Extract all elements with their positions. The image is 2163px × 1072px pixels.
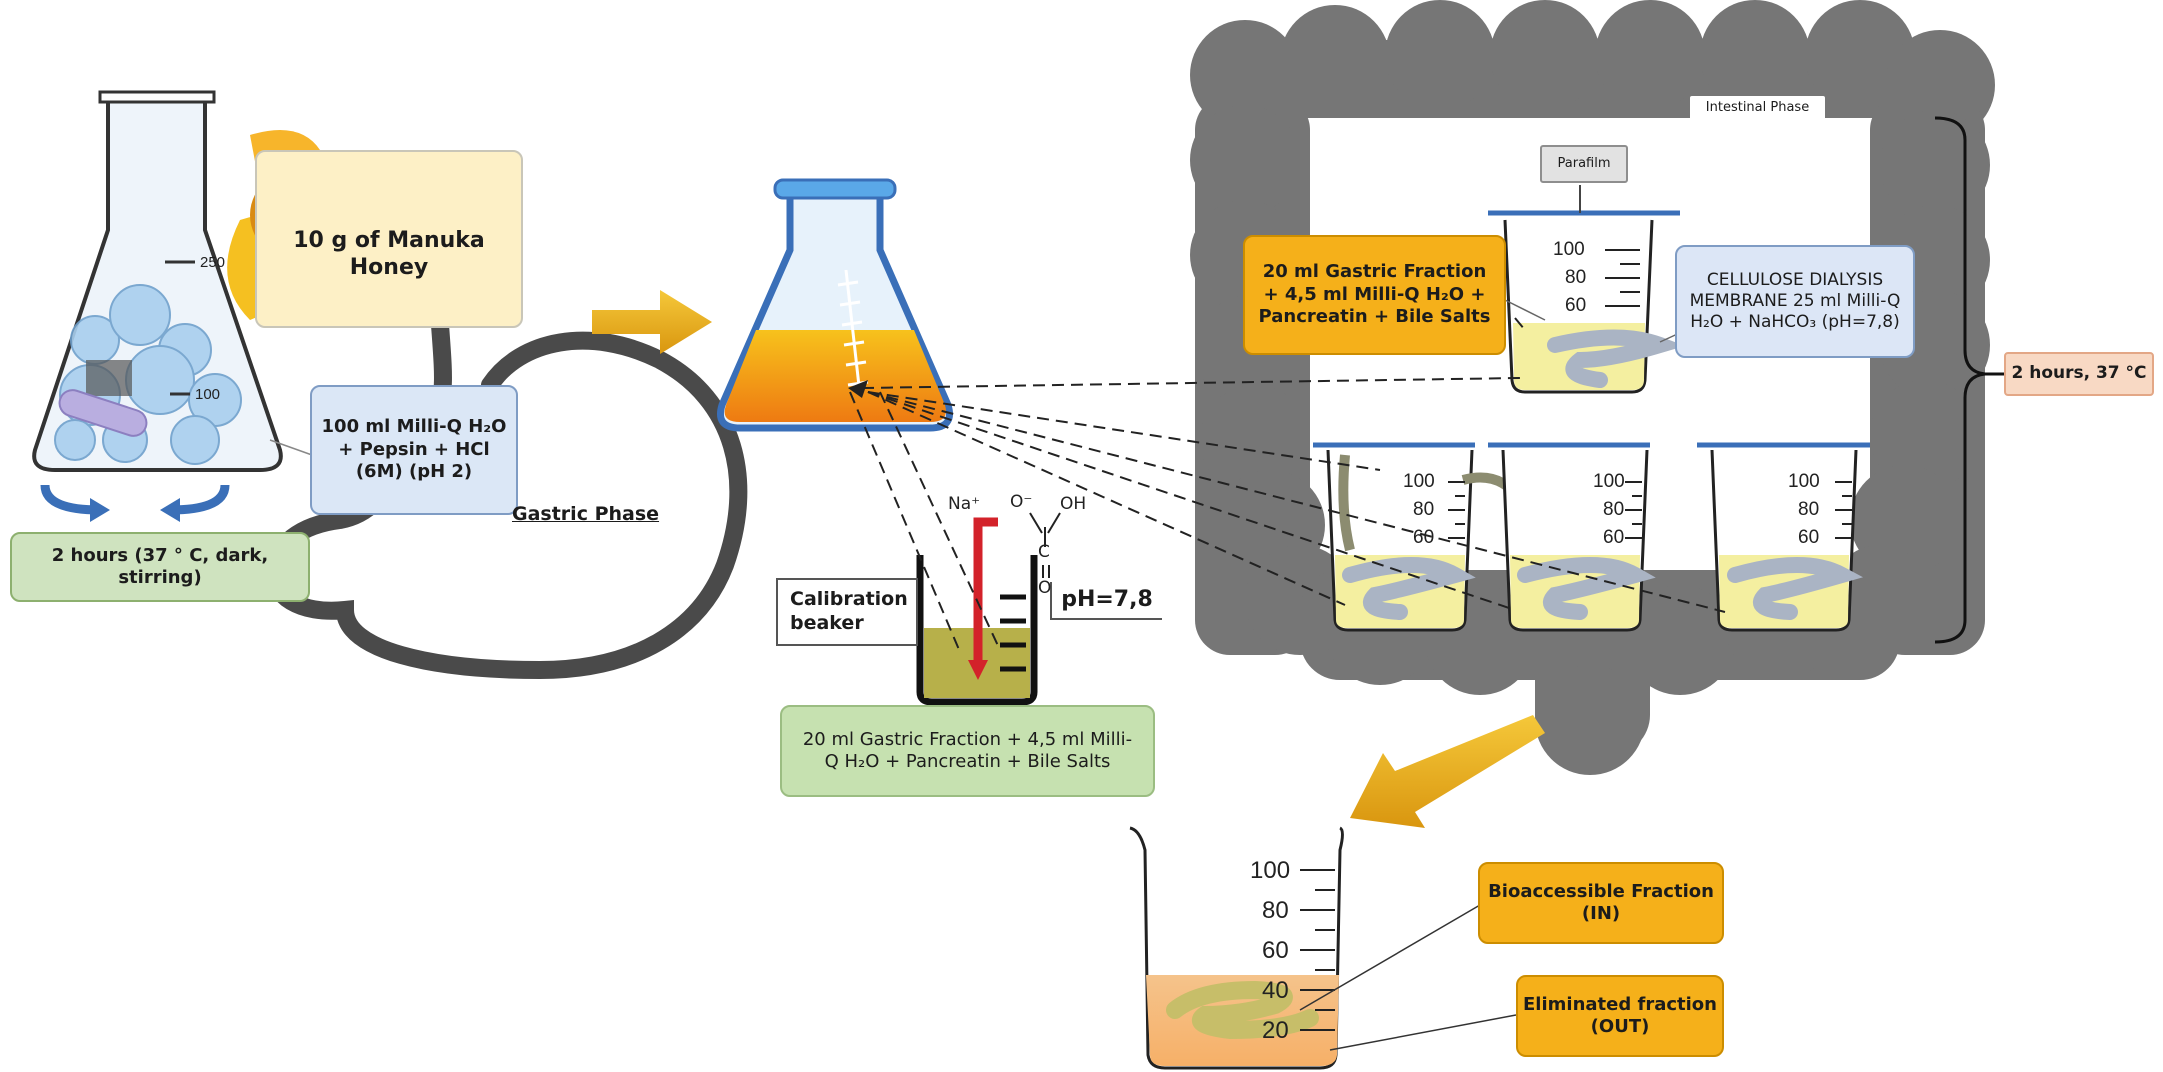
- intestinal-time-label: 2 hours, 37 °C: [2004, 352, 2154, 396]
- intestinal-beaker-2: [1488, 442, 1656, 632]
- svg-text:80: 80: [1603, 499, 1624, 520]
- time-bracket: [1934, 116, 2004, 644]
- dashed-connectors: [849, 317, 1726, 653]
- svg-text:20: 20: [1262, 1017, 1289, 1044]
- dialysis-membrane-label: CELLULOSE DIALYSIS MEMBRANE 25 ml Milli-…: [1675, 245, 1915, 358]
- gastric-phase-title: Gastric Phase: [512, 503, 660, 525]
- carbon-label: C: [1038, 542, 1050, 562]
- final-beaker: 100 80 60 40 20: [1129, 826, 1517, 1070]
- parafilm-label: Parafilm: [1540, 145, 1628, 183]
- intestinal-mix-label: 20 ml Gastric Fraction + 4,5 ml Milli-Q …: [1243, 235, 1506, 355]
- svg-text:80: 80: [1565, 267, 1586, 288]
- svg-text:100: 100: [1250, 857, 1290, 884]
- ph-label: pH=7,8: [1050, 582, 1162, 620]
- calibration-beaker: [916, 512, 1061, 706]
- hydroxyl-label: OH: [1060, 494, 1087, 514]
- svg-text:100: 100: [1788, 471, 1820, 492]
- svg-text:60: 60: [1262, 937, 1289, 964]
- svg-text:250: 250: [200, 254, 225, 271]
- arrow-to-flask: [592, 290, 712, 354]
- svg-text:40: 40: [1262, 977, 1289, 1004]
- svg-text:60: 60: [1413, 527, 1434, 548]
- gastric-time-label: 2 hours (37 ° C, dark, stirring): [10, 532, 310, 602]
- svg-text:80: 80: [1262, 897, 1289, 924]
- stirring-arrows-icon: [40, 484, 230, 522]
- eliminated-fraction-label: Eliminated fraction (OUT): [1516, 975, 1724, 1057]
- calibration-mix-label: 20 ml Gastric Fraction + 4,5 ml Milli-Q …: [780, 705, 1155, 797]
- intestinal-beaker-1: [1313, 442, 1525, 632]
- oxygen-label: O: [1038, 578, 1052, 598]
- svg-text:80: 80: [1413, 499, 1434, 520]
- intestinal-beaker-top: [1488, 185, 1686, 394]
- calibration-beaker-label: Calibration beaker: [776, 578, 918, 646]
- intestinal-phase-title: Intestinal Phase: [1690, 96, 1825, 120]
- svg-text:100: 100: [1593, 471, 1625, 492]
- sodium-label: Na⁺: [948, 494, 981, 514]
- svg-text:100: 100: [195, 386, 220, 403]
- beaker-scales: 100 80 60 100 80 60 100 80 60 100 80 60: [1403, 239, 1820, 548]
- arrow-to-final-beaker: [1350, 715, 1545, 828]
- bioaccessible-fraction-label: Bioaccessible Fraction (IN): [1478, 862, 1724, 944]
- svg-text:100: 100: [1553, 239, 1585, 260]
- svg-text:60: 60: [1798, 527, 1819, 548]
- svg-text:100: 100: [1403, 471, 1435, 492]
- flask-intestinal: [717, 178, 953, 432]
- o-minus-label: O⁻: [1010, 492, 1033, 512]
- svg-text:80: 80: [1798, 499, 1819, 520]
- gastric-solution-label: 100 ml Milli-Q H₂O + Pepsin + HCl (6M) (…: [310, 385, 518, 515]
- svg-text:60: 60: [1603, 527, 1624, 548]
- intestinal-beaker-3: [1697, 442, 1870, 632]
- svg-text:60: 60: [1565, 295, 1586, 316]
- honey-label: 10 g of Manuka Honey: [255, 150, 523, 328]
